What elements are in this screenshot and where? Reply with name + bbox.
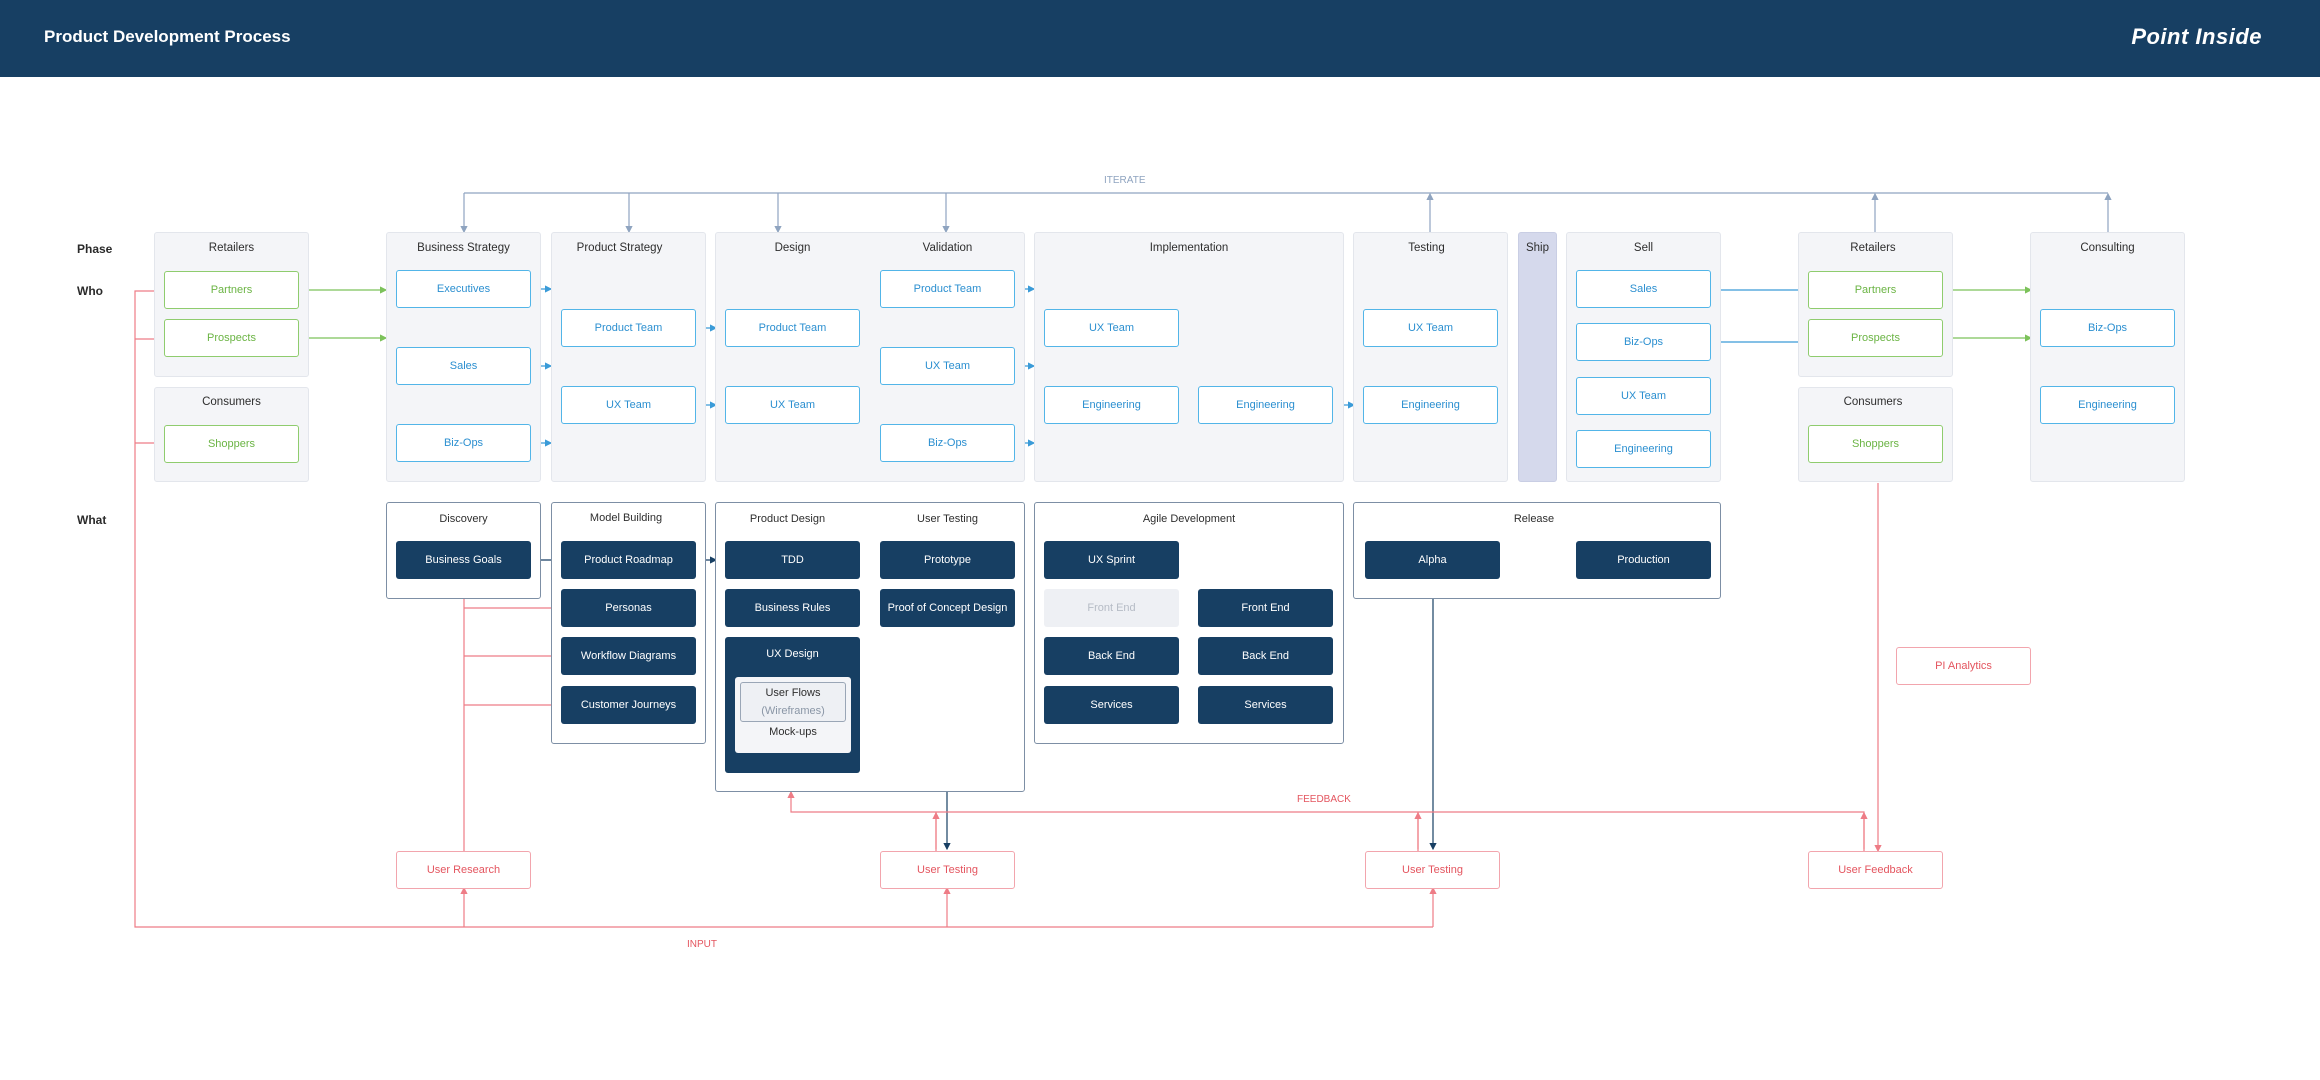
page-title: Product Development Process: [44, 27, 291, 46]
phase-product-strategy: Product Strategy: [576, 242, 663, 254]
phase-implementation: Implementation: [1149, 242, 1229, 254]
source-pi-analytics[interactable]: PI Analytics: [1896, 647, 2031, 685]
title-discovery: Discovery: [439, 513, 488, 525]
who-shoppers-2[interactable]: Shoppers: [1808, 425, 1943, 463]
what-business-rules[interactable]: Business Rules: [725, 589, 860, 627]
phase-consumers: Consumers: [202, 396, 261, 408]
title-release: Release: [1513, 513, 1555, 525]
who-sales[interactable]: Sales: [396, 347, 531, 385]
what-user-flows[interactable]: [740, 682, 846, 722]
source-user-research[interactable]: User Research: [396, 851, 531, 889]
who-engineering-impl-2[interactable]: Engineering: [1198, 386, 1333, 424]
phase-sell: Sell: [1633, 242, 1654, 254]
label-mockups: Mock-ups: [769, 726, 817, 738]
what-workflow-diagrams[interactable]: Workflow Diagrams: [561, 637, 696, 675]
panel-implementation: [1034, 232, 1344, 482]
title-ux-design: UX Design: [766, 648, 819, 660]
row-label-phase: Phase: [77, 242, 113, 256]
phase-testing: Testing: [1408, 242, 1445, 254]
source-user-testing-1[interactable]: User Testing: [880, 851, 1015, 889]
label-wireframes: (Wireframes): [761, 705, 825, 717]
phase-validation: Validation: [922, 242, 973, 254]
phase-retailers: Retailers: [208, 242, 255, 254]
what-front-end-2[interactable]: Front End: [1198, 589, 1333, 627]
label-user-flows: User Flows: [765, 687, 821, 699]
panel-consulting: [2030, 232, 2185, 482]
what-production[interactable]: Production: [1576, 541, 1711, 579]
header-bar: Product Development Process Point Inside: [0, 0, 2320, 77]
who-biz-ops-sell[interactable]: Biz-Ops: [1576, 323, 1711, 361]
what-personas[interactable]: Personas: [561, 589, 696, 627]
source-user-feedback[interactable]: User Feedback: [1808, 851, 1943, 889]
phase-retailers-2: Retailers: [1850, 242, 1896, 254]
who-biz-ops-validation[interactable]: Biz-Ops: [880, 424, 1015, 462]
title-model-building: Model Building: [589, 512, 663, 524]
who-engineering-sell[interactable]: Engineering: [1576, 430, 1711, 468]
who-ux-team-testing[interactable]: UX Team: [1363, 309, 1498, 347]
what-prototype[interactable]: Prototype: [880, 541, 1015, 579]
what-services-2[interactable]: Services: [1198, 686, 1333, 724]
who-ux-team-validation[interactable]: UX Team: [880, 347, 1015, 385]
what-product-roadmap[interactable]: Product Roadmap: [561, 541, 696, 579]
who-product-team-design[interactable]: Product Team: [725, 309, 860, 347]
phase-design: Design: [774, 242, 811, 254]
who-engineering-consulting[interactable]: Engineering: [2040, 386, 2175, 424]
who-shoppers[interactable]: Shoppers: [164, 425, 299, 463]
what-back-end-2[interactable]: Back End: [1198, 637, 1333, 675]
row-label-what: What: [77, 513, 107, 527]
who-biz-ops-consulting[interactable]: Biz-Ops: [2040, 309, 2175, 347]
phase-business-strategy: Business Strategy: [417, 242, 510, 254]
title-user-testing: User Testing: [917, 513, 978, 525]
what-ux-sprint[interactable]: UX Sprint: [1044, 541, 1179, 579]
who-sales-sell[interactable]: Sales: [1576, 270, 1711, 308]
who-ux-team-impl[interactable]: UX Team: [1044, 309, 1179, 347]
what-business-goals[interactable]: Business Goals: [396, 541, 531, 579]
point-inside-logo: Point Inside: [2131, 24, 2262, 49]
feedback-label: FEEDBACK: [1297, 794, 1351, 805]
what-back-end-1[interactable]: Back End: [1044, 637, 1179, 675]
phase-consumers-2: Consumers: [1843, 396, 1903, 408]
source-user-testing-2[interactable]: User Testing: [1365, 851, 1500, 889]
row-label-who: Who: [77, 284, 103, 298]
who-executives[interactable]: Executives: [396, 270, 531, 308]
panel-product-strategy: [551, 232, 706, 482]
who-ux-team-ps[interactable]: UX Team: [561, 386, 696, 424]
who-ux-team-sell[interactable]: UX Team: [1576, 377, 1711, 415]
who-engineering-impl-1[interactable]: Engineering: [1044, 386, 1179, 424]
input-label: INPUT: [687, 939, 717, 950]
phase-ship: Ship: [1525, 242, 1550, 254]
what-tdd[interactable]: TDD: [725, 541, 860, 579]
who-partners-2[interactable]: Partners: [1808, 271, 1943, 309]
what-alpha[interactable]: Alpha: [1365, 541, 1500, 579]
what-proof-of-concept[interactable]: Proof of Concept Design: [880, 589, 1015, 627]
who-ux-team-design[interactable]: UX Team: [725, 386, 860, 424]
who-engineering-testing[interactable]: Engineering: [1363, 386, 1498, 424]
who-prospects-2[interactable]: Prospects: [1808, 319, 1943, 357]
what-customer-journeys[interactable]: Customer Journeys: [561, 686, 696, 724]
who-product-team-validation[interactable]: Product Team: [880, 270, 1015, 308]
who-prospects[interactable]: Prospects: [164, 319, 299, 357]
panel-testing: [1353, 232, 1508, 482]
who-partners[interactable]: Partners: [164, 271, 299, 309]
phase-consulting: Consulting: [2080, 242, 2135, 254]
panel-ship: [1518, 232, 1557, 482]
iterate-label: ITERATE: [1104, 175, 1146, 186]
title-product-design: Product Design: [749, 513, 826, 525]
what-front-end-1[interactable]: Front End: [1044, 589, 1179, 627]
what-services-1[interactable]: Services: [1044, 686, 1179, 724]
title-agile-development: Agile Development: [1142, 513, 1236, 525]
who-product-team-ps[interactable]: Product Team: [561, 309, 696, 347]
who-biz-ops[interactable]: Biz-Ops: [396, 424, 531, 462]
